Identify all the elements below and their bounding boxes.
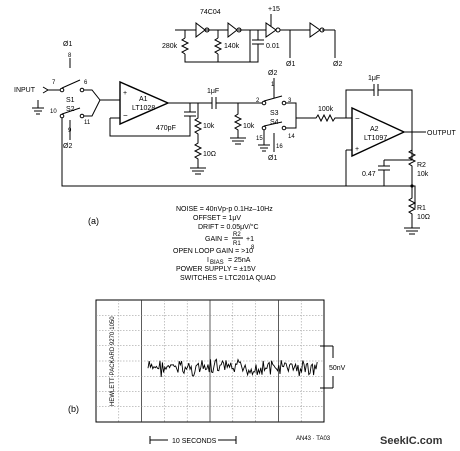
phase2-output-label: Ø2 xyxy=(333,61,342,68)
svg-text:+: + xyxy=(123,90,127,97)
amp1-part: LT1028 xyxy=(132,105,155,112)
r2-label: R2 xyxy=(417,162,426,169)
phase1-output-label: Ø1 xyxy=(286,61,295,68)
capacitor-1u-a-label: 1μF xyxy=(207,88,219,95)
resistor-10k-b-label: 10k xyxy=(243,123,255,130)
oscilloscope-trace: HEWLETT·PACKARD 9270·1050 50nV 10 SECOND… xyxy=(95,299,346,445)
spec-gain-rhs: +1 xyxy=(246,236,254,243)
pin-7-label: 7 xyxy=(52,80,56,86)
ground-symbol-a1 xyxy=(190,167,206,175)
input-switch-section: Ø1 8 INPUT 7 6 S1 S2 10 11 9 Ø2 xyxy=(14,41,416,208)
pin-6-label: 6 xyxy=(84,80,88,86)
pin-3-label: 3 xyxy=(288,98,292,104)
spec-noise: NOISE = 40nVp-p 0.1Hz–10Hz xyxy=(176,206,273,213)
capacitor-470p-label: 470pF xyxy=(156,125,176,132)
inverter-chip-label: 74C04 xyxy=(200,9,221,16)
inverter-2-symbol xyxy=(227,21,242,39)
ground-symbol-input xyxy=(32,100,44,115)
switch-s2-label: S2 xyxy=(66,106,75,113)
inverter-1-symbol xyxy=(195,21,210,39)
resistor-10k-a-label: 10k xyxy=(203,123,215,130)
pin-10-label: 10 xyxy=(50,109,57,115)
spec-drift: DRIFT = 0.05μV/°C xyxy=(198,223,259,231)
spec-gain-denominator: R1 xyxy=(233,241,241,247)
opamp-a1-symbol xyxy=(119,80,170,126)
spec-ibias-sub: BIAS xyxy=(210,260,224,266)
amplifier-a1: + − A1 LT1028 470pF 10k 10Ω xyxy=(109,80,216,175)
ground-symbol-r1 xyxy=(404,227,420,235)
r2-value-label: 10k xyxy=(417,171,429,178)
switch-s4-label: S4 xyxy=(270,119,279,126)
spec-list: NOISE = 40nVp-p 0.1Hz–10Hz OFFSET = 1μV … xyxy=(173,206,276,282)
phase2-label-s3: Ø2 xyxy=(268,70,277,77)
capacitor-001-label: 0.01 xyxy=(266,43,280,50)
ground-symbol-b xyxy=(230,137,246,145)
capacitor-1u-b-label: 1μF xyxy=(368,75,380,82)
inverter-3-symbol xyxy=(265,14,281,38)
timing-capacitor xyxy=(250,30,264,63)
switch-s3-label: S3 xyxy=(270,110,279,117)
amp1-name: A1 xyxy=(139,96,148,103)
svg-text:−: − xyxy=(355,114,360,123)
amp2-name: A2 xyxy=(370,126,379,133)
capacitor-047-label: 0.47 xyxy=(362,171,376,178)
spec-power-supply: POWER SUPPLY = ±15V xyxy=(176,266,256,273)
r1-value-label: 10Ω xyxy=(417,214,430,221)
amp2-part: LT1097 xyxy=(364,135,387,142)
pin-8-label: 8 xyxy=(68,53,72,59)
spec-gain-numerator: R2 xyxy=(233,232,241,238)
inverter-4-symbol xyxy=(309,22,325,38)
figure-b-label: (b) xyxy=(68,404,79,414)
phase1-label-s4: Ø1 xyxy=(268,155,277,162)
demod-switch-section: Ø2 1 2 3 S3 S4 14 15 16 Ø1 xyxy=(256,70,312,162)
spec-ibias-name: I xyxy=(207,257,209,264)
oscillator-section: 74C04 +15 280k 140k 0.01 Ø1 Ø2 xyxy=(162,6,342,68)
switch-s1-label: S1 xyxy=(66,97,75,104)
opamp-a2-symbol xyxy=(351,106,406,158)
amplifier-a2: 100k − + A2 LT1097 OUTPUT 1μF 0.47 R2 10… xyxy=(312,75,457,235)
resistor-r2 xyxy=(407,132,417,186)
figure-code-label: AN43 · TA03 xyxy=(296,436,331,442)
watermark-text: SeekIC.com xyxy=(380,435,443,447)
scope-scale-label: 50nV xyxy=(329,365,346,372)
spec-gain-lhs: GAIN = xyxy=(205,236,228,243)
coupling-capacitor: 1μF 10k xyxy=(207,88,262,145)
scope-brand-label: HEWLETT·PACKARD 9270·1050 xyxy=(110,316,116,406)
spec-offset: OFFSET = 1μV xyxy=(193,215,241,222)
spec-ibias-value: = 25nA xyxy=(228,257,251,264)
resistor-140k xyxy=(213,37,223,55)
pin-11-label: 11 xyxy=(84,120,91,126)
pin-2-label: 2 xyxy=(256,98,260,104)
resistor-r1 xyxy=(407,186,417,228)
supply-label: +15 xyxy=(268,6,280,13)
pin-1-label: 1 xyxy=(271,82,275,88)
resistor-280k-label: 280k xyxy=(162,43,178,50)
svg-text:+: + xyxy=(355,146,359,153)
capacitor-470p xyxy=(184,103,196,130)
pin-15-label: 15 xyxy=(256,136,263,142)
resistor-10ohm-a-label: 10Ω xyxy=(203,151,216,158)
input-label: INPUT xyxy=(14,87,36,94)
resistor-100k xyxy=(312,113,342,123)
resistor-140k-label: 140k xyxy=(224,43,240,50)
scope-time-label: 10 SECONDS xyxy=(172,438,217,445)
spec-switches: SWITCHES = LTC201A QUAD xyxy=(180,275,276,282)
ground-symbol-s4 xyxy=(258,130,270,152)
resistor-280k xyxy=(180,37,190,55)
pin-14-label: 14 xyxy=(288,134,295,140)
resistor-100k-label: 100k xyxy=(318,106,334,113)
r1-label: R1 xyxy=(417,205,426,212)
svg-text:−: − xyxy=(123,111,128,120)
feedback-capacitor xyxy=(345,84,413,132)
spec-open-loop-exp: 8 xyxy=(251,245,255,251)
phase2-label-s2: Ø2 xyxy=(63,143,72,150)
output-label: OUTPUT xyxy=(427,130,457,137)
pin-16-label: 16 xyxy=(276,144,283,150)
phase1-label-s1: Ø1 xyxy=(63,41,72,48)
spec-open-loop: OPEN LOOP GAIN = >10 xyxy=(173,248,253,255)
noise-trace-line xyxy=(147,358,318,378)
figure-a-label: (a) xyxy=(88,216,99,226)
